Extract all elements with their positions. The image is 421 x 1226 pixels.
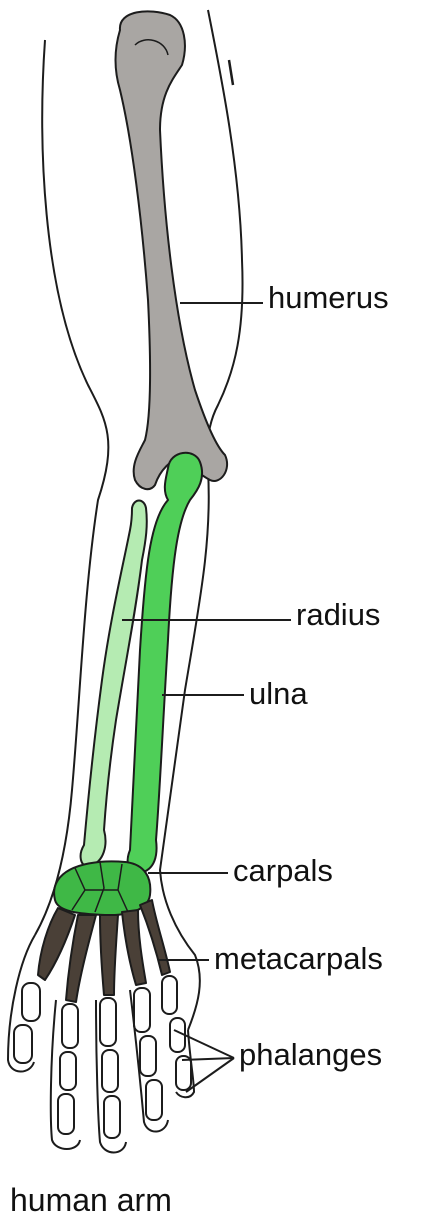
phalanx-index-2 <box>60 1052 76 1090</box>
phalanx-index-1 <box>62 1004 78 1048</box>
phalanx-middle-3 <box>104 1096 120 1138</box>
phalanx-thumb-2 <box>14 1025 32 1063</box>
phalanx-middle-2 <box>102 1050 118 1092</box>
carpal-bones <box>54 861 150 915</box>
phalanx-ring-2 <box>140 1036 156 1076</box>
label-phalanges: phalanges <box>239 1039 382 1070</box>
label-metacarpals: metacarpals <box>214 943 383 974</box>
phalanx-little-1 <box>162 976 177 1014</box>
metacarpal-3 <box>100 915 118 995</box>
phalanx-little-3 <box>176 1056 191 1090</box>
phalanx-thumb-1 <box>22 983 40 1021</box>
metacarpal-4 <box>122 910 146 985</box>
phalanx-index-3 <box>58 1094 74 1134</box>
metacarpal-bones <box>38 900 170 1002</box>
humerus-shape <box>116 11 228 489</box>
label-humerus: humerus <box>268 282 389 313</box>
phalanx-ring-3 <box>146 1080 162 1120</box>
phalanx-middle-1 <box>100 998 116 1046</box>
phalanx-bones <box>14 976 191 1138</box>
carpal-cluster <box>54 861 150 915</box>
label-radius: radius <box>296 599 380 630</box>
phalanx-ring-1 <box>134 988 150 1032</box>
label-ulna: ulna <box>249 678 308 709</box>
metacarpal-5 <box>140 900 170 975</box>
humerus-bone <box>116 11 228 489</box>
diagram-caption: human arm <box>10 1184 172 1216</box>
label-carpals: carpals <box>233 855 333 886</box>
